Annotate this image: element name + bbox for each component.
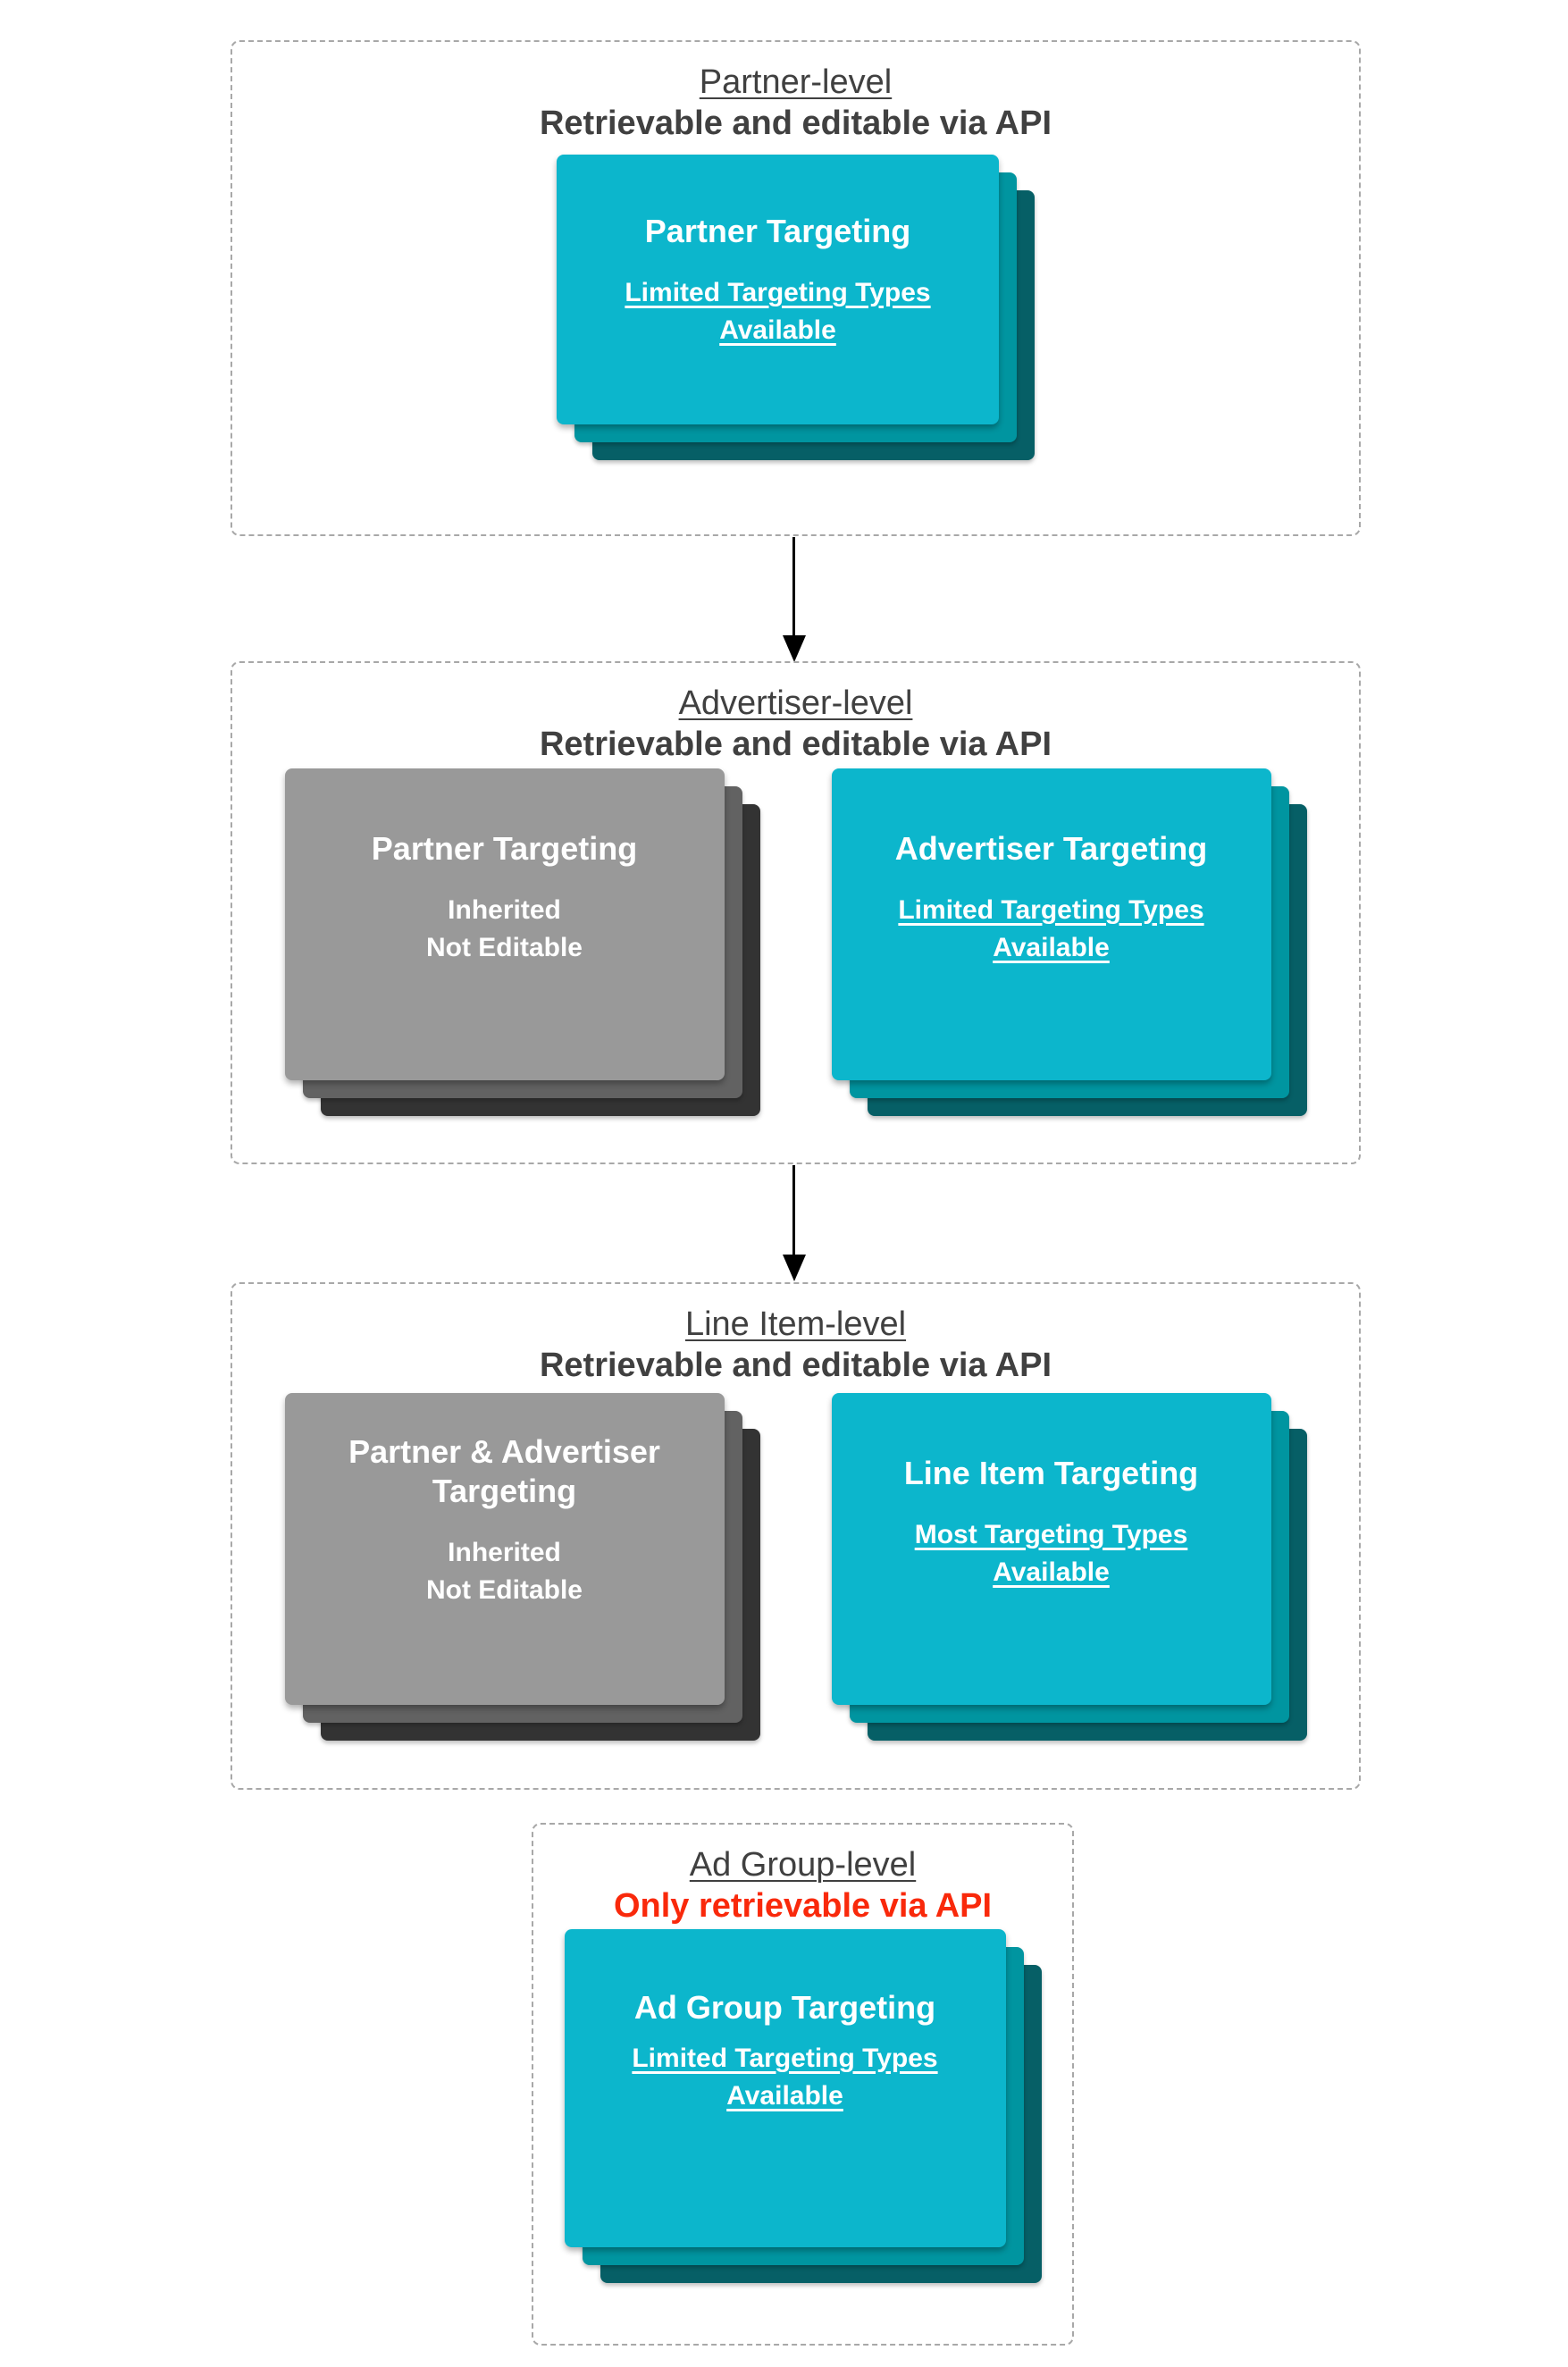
- card-row: Partner Targeting Limited Targeting Type…: [232, 155, 1359, 460]
- flow-arrow-down-icon: [792, 537, 795, 635]
- card-title: Partner & Advertiser Targeting: [348, 1433, 660, 1509]
- targeting-card: Line Item Targeting Most Targeting Types…: [831, 1393, 1271, 1705]
- card-subtitle-line: Limited Targeting Types: [898, 895, 1204, 925]
- card-subtitle: Limited Targeting Types Available: [565, 2040, 1006, 2115]
- section-title: Advertiser-level: [678, 684, 913, 722]
- section-line-item-level: Line Item-level Retrievable and editable…: [231, 1282, 1361, 1790]
- card-row: Partner & Advertiser Targeting Inherited…: [232, 1393, 1359, 1741]
- section-subtitle: Retrievable and editable via API: [539, 105, 1052, 142]
- card-title: Ad Group Targeting: [633, 1989, 936, 2026]
- card-stack-advertiser-targeting: Advertiser Targeting Limited Targeting T…: [831, 768, 1307, 1116]
- section-header: Line Item-level Retrievable and editable…: [232, 1284, 1359, 1386]
- card-stack-partner-advertiser-targeting: Partner & Advertiser Targeting Inherited…: [284, 1393, 760, 1741]
- card-subtitle-line: Available: [993, 933, 1110, 962]
- section-ad-group-level: Ad Group-level Only retrievable via API …: [532, 1823, 1074, 2346]
- targeting-card: Partner Targeting Inherited Not Editable: [284, 768, 725, 1080]
- section-advertiser-level: Advertiser-level Retrievable and editabl…: [231, 661, 1361, 1164]
- targeting-card: Partner Targeting Limited Targeting Type…: [557, 155, 999, 424]
- section-partner-level: Partner-level Retrievable and editable v…: [231, 40, 1361, 536]
- section-header: Ad Group-level Only retrievable via API: [533, 1825, 1072, 1926]
- card-title: Line Item Targeting: [903, 1455, 1199, 1491]
- card-subtitle-line: Available: [719, 315, 836, 345]
- card-subtitle-line: Not Editable: [425, 1575, 583, 1605]
- card-subtitle-line: Limited Targeting Types: [625, 278, 931, 307]
- section-title: Line Item-level: [684, 1305, 907, 1343]
- card-title: Partner Targeting: [644, 213, 911, 249]
- card-row: Partner Targeting Inherited Not Editable…: [232, 768, 1359, 1116]
- card-stack-line-item-targeting: Line Item Targeting Most Targeting Types…: [831, 1393, 1307, 1741]
- flow-arrow-down-icon: [792, 1165, 795, 1255]
- card-title: Partner Targeting: [371, 830, 638, 867]
- targeting-card: Partner & Advertiser Targeting Inherited…: [284, 1393, 725, 1705]
- card-subtitle: Limited Targeting Types Available: [832, 892, 1271, 967]
- section-subtitle: Only retrievable via API: [613, 1887, 993, 1925]
- card-subtitle-line: Inherited: [448, 1538, 561, 1567]
- card-subtitle: Limited Targeting Types Available: [557, 274, 999, 349]
- card-subtitle: Inherited Not Editable: [285, 1534, 725, 1609]
- card-subtitle-line: Inherited: [448, 895, 561, 925]
- card-subtitle-line: Limited Targeting Types: [632, 2044, 938, 2073]
- section-header: Partner-level Retrievable and editable v…: [232, 42, 1359, 144]
- section-title: Partner-level: [699, 63, 893, 101]
- card-row: Ad Group Targeting Limited Targeting Typ…: [533, 1929, 1072, 2283]
- card-stack-partner-targeting: Partner Targeting Limited Targeting Type…: [557, 155, 1035, 460]
- section-subtitle: Retrievable and editable via API: [539, 726, 1052, 763]
- card-subtitle-line: Available: [726, 2081, 843, 2111]
- card-subtitle-line: Not Editable: [425, 933, 583, 962]
- card-title: Advertiser Targeting: [894, 830, 1208, 867]
- targeting-card: Advertiser Targeting Limited Targeting T…: [831, 768, 1271, 1080]
- section-title: Ad Group-level: [689, 1846, 917, 1884]
- targeting-card: Ad Group Targeting Limited Targeting Typ…: [564, 1929, 1006, 2247]
- card-subtitle-line: Available: [993, 1557, 1110, 1587]
- card-stack-ad-group-targeting: Ad Group Targeting Limited Targeting Typ…: [564, 1929, 1042, 2283]
- card-stack-partner-targeting-inherited: Partner Targeting Inherited Not Editable: [284, 768, 760, 1116]
- card-subtitle-line: Most Targeting Types: [914, 1520, 1188, 1549]
- card-subtitle: Most Targeting Types Available: [832, 1516, 1271, 1591]
- section-subtitle: Retrievable and editable via API: [539, 1347, 1052, 1384]
- section-header: Advertiser-level Retrievable and editabl…: [232, 663, 1359, 765]
- card-subtitle: Inherited Not Editable: [285, 892, 725, 967]
